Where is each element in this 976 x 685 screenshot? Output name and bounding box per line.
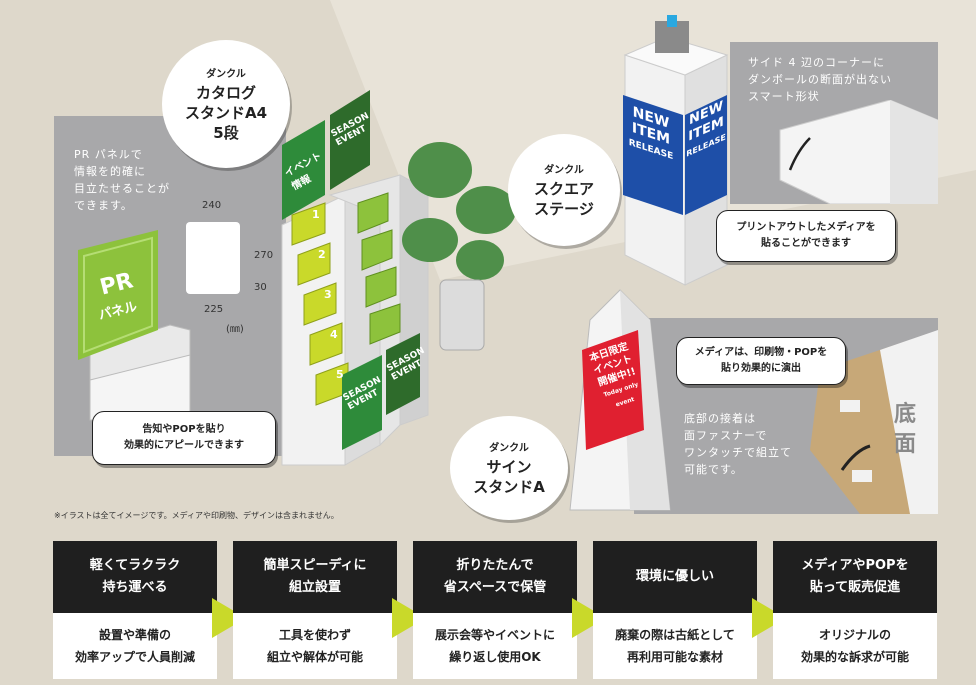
sign-stand-illustration [569,289,671,511]
corner-detail-illustration [779,100,938,204]
shelf-number: 2 [318,248,326,261]
dim-bottom: 225 [204,304,224,315]
benefit-desc: 工具を使わず組立や解体が可能 [233,613,397,679]
callout-line: 貼ることができます [761,238,851,249]
bubble-name-line: スタンドA [473,478,545,496]
callout-line: 効果的にアピールできます [124,440,244,451]
desc-line: 面ファスナーで [684,429,768,442]
bubble-name-line: カタログ [195,84,256,102]
pr-panel-description: PR パネルで 情報を的確に 目立たせることが できます。 [74,146,224,214]
benefit-desc: オリジナルの効果的な訴求が可能 [773,613,937,679]
shelf-number: 1 [312,208,320,221]
bubble-name-line: 5段 [213,124,239,142]
benefit-desc: 展示会等やイベントに繰り返し使用OK [413,613,577,679]
sign-bubble: ダンクル サイン スタンドA [450,416,568,520]
benefit-title: 折りたたんで省スペースで保管 [413,541,577,613]
desc-line: サイド 4 辺のコーナーに [748,56,885,69]
catalog-bubble: ダンクル カタログ スタンドA4 5段 [162,40,290,168]
dim-unit: (㎜) [226,324,244,335]
benefit-card: 折りたたんで省スペースで保管 展示会等やイベントに繰り返し使用OK [413,541,577,679]
plant-illustration [402,142,516,351]
pr-panel-illustration [78,230,191,421]
callout-line: 告知やPOPを貼り [142,424,226,435]
bubble-name-line: サイン [486,458,532,476]
bubble-name-line: スクエア [533,180,594,198]
benefit-desc: 設置や準備の効率アップで人員削減 [53,613,217,679]
bubble-brand: ダンクル [544,165,584,176]
dim-side: 30 [254,282,267,293]
dimension-diagram: 240 270 30 225 (㎜) [180,200,280,340]
desc-line: できます。 [74,199,133,212]
benefit-card: 軽くてラクラク持ち運べる 設置や準備の効率アップで人員削減 [53,541,217,679]
desc-line: 底部の接着は [684,412,756,425]
dim-top: 240 [202,200,222,211]
callout-line: メディアは、印刷物・POPを [694,347,828,358]
square-stage-illustration [623,15,729,286]
benefit-card: メディアやPOPを貼って販売促進 オリジナルの効果的な訴求が可能 [773,541,937,679]
square-callout: プリントアウトしたメディアを 貼ることができます [716,210,896,262]
benefit-desc: 廃棄の際は古紙として再利用可能な素材 [593,613,757,679]
bubble-name-line: スタンドA4 [184,104,268,122]
dim-panel-shape [186,222,240,294]
benefit-title: 軽くてラクラク持ち運べる [53,541,217,613]
bubble-brand: ダンクル [489,443,529,454]
bottom-label: 底面 [893,402,916,457]
benefit-title: 環境に優しい [593,541,757,613]
benefit-title: 簡単スピーディに組立設置 [233,541,397,613]
dim-right: 270 [254,250,274,261]
sign-bottom-description: 底部の接着は 面ファスナーで ワンタッチで組立て 可能です。 [684,410,804,478]
square-bubble: ダンクル スクエア ステージ [508,134,620,246]
desc-line: スマート形状 [748,90,820,103]
bubble-name-line: ステージ [534,200,594,218]
desc-line: 目立たせることが [74,182,170,195]
pr-callout: 告知やPOPを貼り 効果的にアピールできます [92,411,276,465]
shelf-number: 4 [330,328,338,341]
benefit-card: 環境に優しい 廃棄の際は古紙として再利用可能な素材 [593,541,757,679]
bubble-brand: ダンクル [206,69,246,80]
catalog-stand-illustration [281,90,429,466]
shelf-number: 3 [324,288,332,301]
disclaimer-note: ※イラストは全てイメージです。メディアや印刷物、デザインは含まれません。 [54,511,339,520]
benefit-title: メディアやPOPを貼って販売促進 [773,541,937,613]
desc-line: ダンボールの断面が出ない [748,73,892,86]
desc-line: ワンタッチで組立て [684,446,792,459]
desc-line: 可能です。 [684,463,743,476]
callout-line: 貼り効果的に演出 [721,363,801,374]
desc-line: 情報を的確に [74,165,146,178]
desc-line: PR パネルで [74,148,143,161]
shelf-number: 5 [336,368,344,381]
sign-bottom-illustration [810,330,938,514]
callout-line: プリントアウトしたメディアを [736,222,876,233]
sign-callout: メディアは、印刷物・POPを 貼り効果的に演出 [676,337,846,385]
corner-description: サイド 4 辺のコーナーに ダンボールの断面が出ない スマート形状 [748,54,938,105]
benefit-card: 簡単スピーディに組立設置 工具を使わず組立や解体が可能 [233,541,397,679]
